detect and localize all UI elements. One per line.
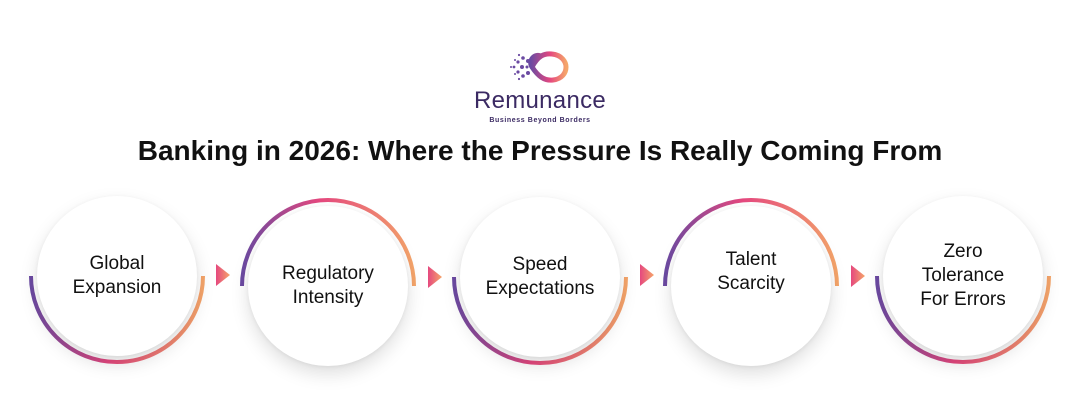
brand-logo: Remunance Business Beyond Borders (0, 48, 1080, 125)
step-label-line: Talent (725, 249, 777, 270)
brand-name: Remunance (473, 87, 607, 114)
circle-face (37, 196, 197, 356)
circle-face (460, 197, 620, 357)
step-label-line: Zero (943, 241, 983, 262)
step-label-line: Intensity (292, 287, 364, 308)
ring-arc-top (663, 198, 839, 287)
circle-face (248, 206, 408, 366)
ring-arc-top (240, 198, 416, 287)
arrow-right-icon (640, 264, 654, 286)
circle-face (671, 206, 831, 366)
brand-tagline: Business Beyond Borders (489, 117, 591, 124)
ring-arc-bottom (875, 275, 1051, 364)
arrow-right-icon (216, 264, 230, 286)
step-label-line: Scarcity (717, 273, 785, 294)
step-zero-tolerance: Zero Tolerance For Errors (875, 189, 1051, 364)
ring-arc-bottom (29, 275, 205, 364)
page-title: Banking in 2026: Where the Pressure Is R… (137, 135, 943, 166)
step-label-line: Speed (512, 254, 568, 275)
step-label-line: Tolerance (921, 265, 1005, 286)
step-label: Zero Tolerance For Errors (888, 189, 1038, 363)
arrow-right-icon (851, 265, 865, 287)
step-label: Talent Scarcity (676, 185, 826, 359)
ring-arc-bottom (452, 276, 628, 365)
step-label: Global Expansion (42, 189, 192, 363)
step-label-line: Expansion (72, 277, 162, 298)
step-label-line: Expectations (485, 278, 595, 299)
step-global-expansion: Global Expansion (29, 189, 205, 364)
step-label-line: For Errors (920, 289, 1006, 310)
arrow-right-icon (428, 266, 442, 288)
step-regulatory-intensity: Regulatory Intensity (240, 198, 416, 373)
step-label: Speed Expectations (465, 190, 615, 364)
infinity-logo-icon (510, 51, 569, 83)
circle-face (883, 196, 1043, 356)
step-speed-expectations: Speed Expectations (452, 190, 628, 365)
step-talent-scarcity: Talent Scarcity (663, 198, 839, 373)
step-label: Regulatory Intensity (253, 199, 403, 373)
step-label-line: Global (89, 253, 145, 274)
step-label-line: Regulatory (282, 263, 374, 284)
